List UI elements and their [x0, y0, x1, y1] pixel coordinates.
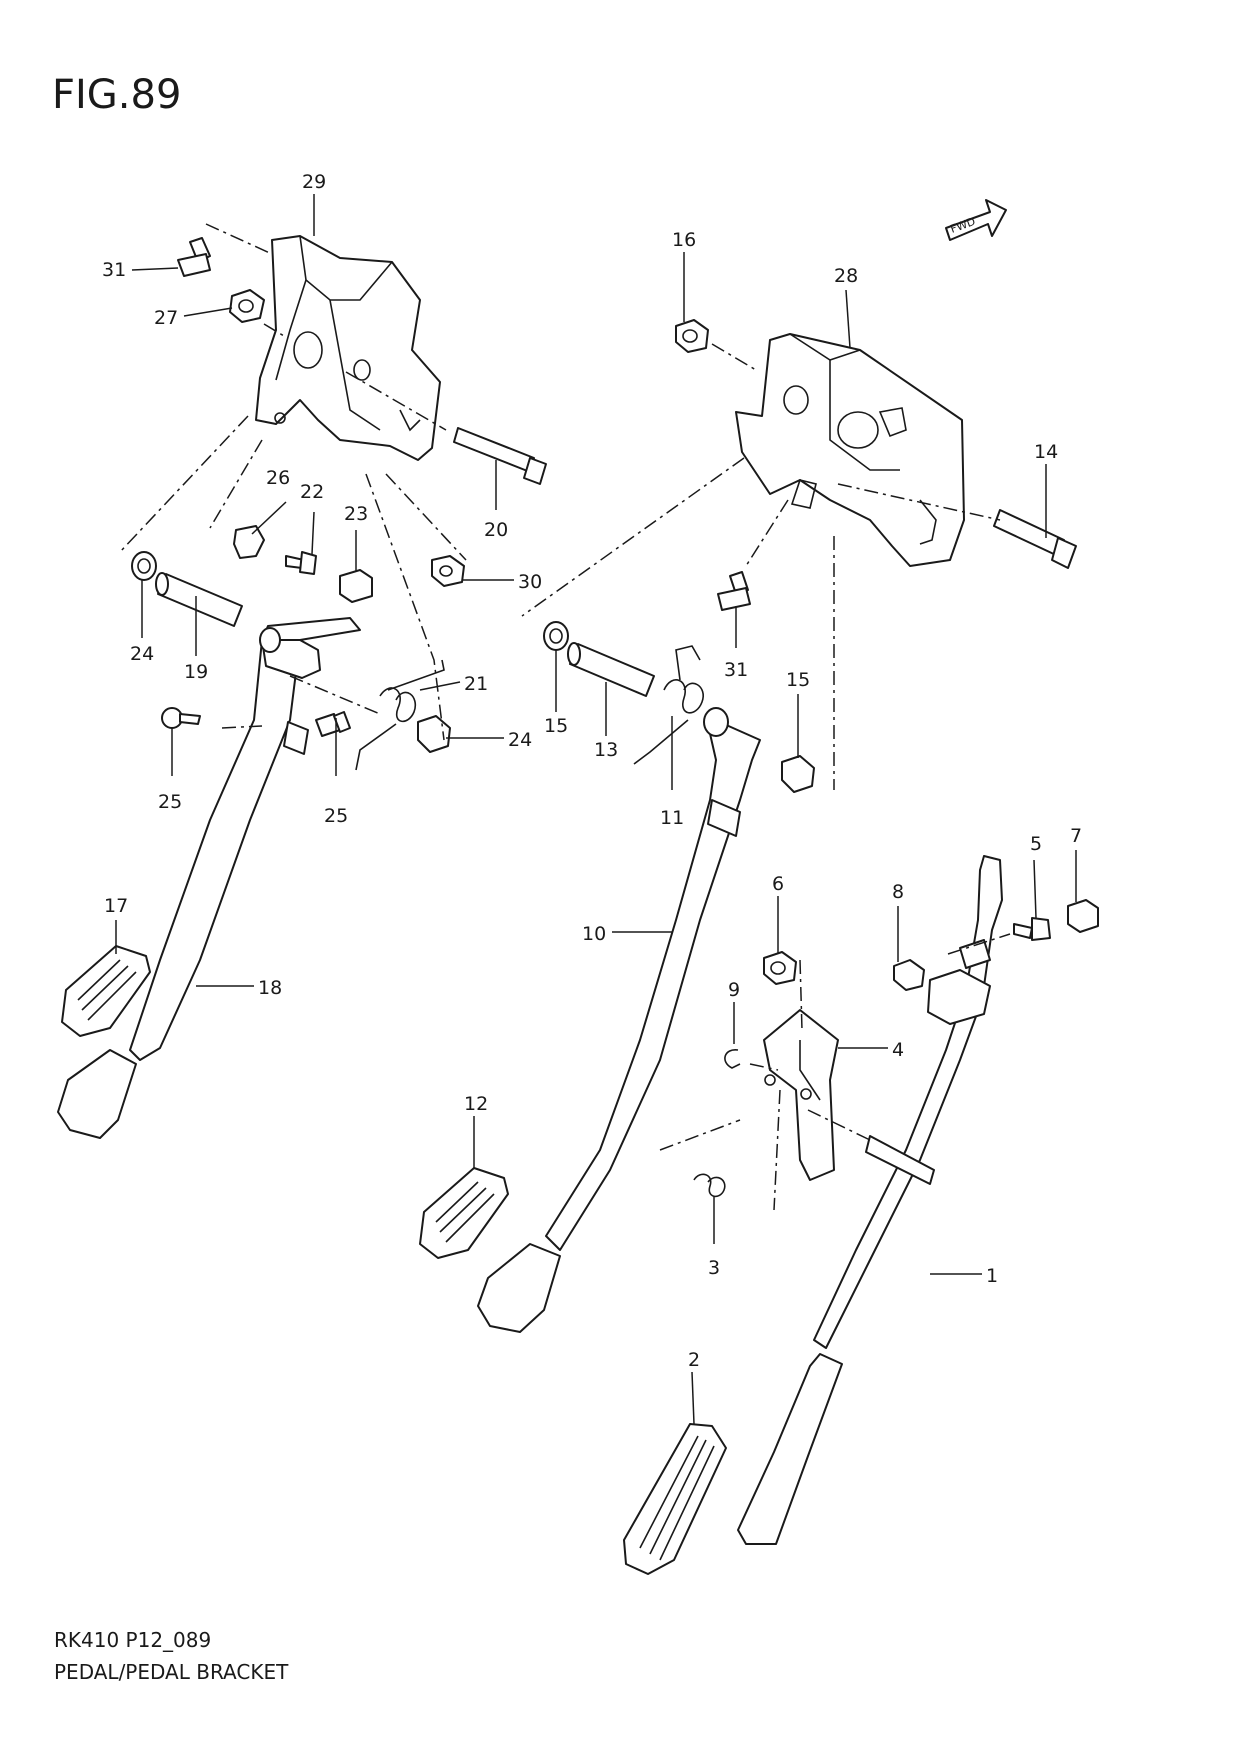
nut-30	[431, 555, 465, 587]
bolt-31-left	[177, 237, 211, 277]
e-ring-9	[724, 1049, 741, 1069]
bushing-15-right	[781, 755, 815, 793]
spring-3	[693, 1173, 726, 1198]
callout-9: 9	[728, 979, 740, 1001]
callout-25b: 25	[324, 805, 348, 827]
bushing-24-upper	[131, 551, 157, 581]
bolt-31-right	[717, 571, 751, 611]
callout-21: 21	[464, 673, 488, 695]
callout-29: 29	[302, 171, 326, 193]
callout-5: 5	[1030, 833, 1042, 855]
clevis-pin-25-left	[161, 707, 201, 729]
assembly-guide-lines	[119, 223, 1011, 1211]
callout-14: 14	[1034, 441, 1058, 463]
clevis-pin-25-right	[315, 711, 351, 737]
callout-4: 4	[892, 1039, 904, 1061]
pedal-bracket-left	[255, 235, 441, 461]
callout-16: 16	[672, 229, 696, 251]
bushing-24-lower	[417, 715, 451, 753]
callout-27: 27	[154, 307, 178, 329]
callout-25: 25	[158, 791, 182, 813]
callout-3: 3	[708, 1257, 720, 1279]
callout-26: 26	[266, 467, 290, 489]
pipe-19	[155, 572, 243, 627]
screw-22	[285, 551, 317, 575]
callout-1: 1	[986, 1265, 998, 1287]
callout-19: 19	[184, 661, 208, 683]
bracket-4	[763, 1009, 839, 1181]
callout-11: 11	[660, 807, 684, 829]
cushion-7	[1067, 899, 1099, 933]
brake-pedal-pad-12	[419, 1167, 509, 1259]
callout-17: 17	[104, 895, 128, 917]
nut-16	[675, 319, 709, 353]
brake-pedal-10	[477, 707, 761, 1333]
footer-diagram-name: PEDAL/PEDAL BRACKET	[54, 1660, 289, 1684]
callout-20: 20	[484, 519, 508, 541]
leader-lines	[115, 194, 1077, 1425]
clutch-pedal-pad-17	[61, 945, 151, 1037]
bolt-14	[993, 509, 1077, 569]
callout-10: 10	[582, 923, 606, 945]
callout-22: 22	[300, 481, 324, 503]
callout-24: 24	[130, 643, 154, 665]
callout-6: 6	[772, 873, 784, 895]
accelerator-pedal-pad-2	[623, 1423, 727, 1575]
callout-31: 31	[102, 259, 126, 281]
nut-27	[229, 289, 265, 323]
figure-title: FIG.89	[52, 72, 182, 118]
callout-7: 7	[1070, 825, 1082, 847]
fwd-arrow-icon: FWD	[945, 199, 1007, 241]
callout-28: 28	[834, 265, 858, 287]
screw-5	[1013, 917, 1051, 941]
callout-12: 12	[464, 1093, 488, 1115]
callout-18: 18	[258, 977, 282, 999]
callout-8: 8	[892, 881, 904, 903]
pedal-bracket-right	[735, 333, 965, 567]
bushing-26	[233, 525, 265, 559]
callout-13: 13	[594, 739, 618, 761]
nut-8	[893, 959, 925, 991]
callout-15: 15	[544, 715, 568, 737]
callout-15b: 15	[786, 669, 810, 691]
cushion-23	[339, 569, 373, 603]
clutch-pedal-18	[57, 617, 361, 1139]
callout-31b: 31	[724, 659, 748, 681]
bushing-15-left	[543, 621, 569, 651]
footer-diagram-code: RK410 P12_089	[54, 1628, 212, 1652]
spring-11	[633, 645, 704, 765]
callout-labels: 1 2 3 4 5 6 7 8 9 10 11 12 13 14 15 15 1…	[102, 171, 1082, 1371]
callout-30: 30	[518, 571, 542, 593]
nut-6	[763, 951, 797, 985]
callout-24b: 24	[508, 729, 532, 751]
callout-23: 23	[344, 503, 368, 525]
bolt-20	[453, 427, 547, 485]
callout-2: 2	[688, 1349, 700, 1371]
spring-21	[355, 659, 445, 771]
pipe-13	[567, 642, 655, 697]
